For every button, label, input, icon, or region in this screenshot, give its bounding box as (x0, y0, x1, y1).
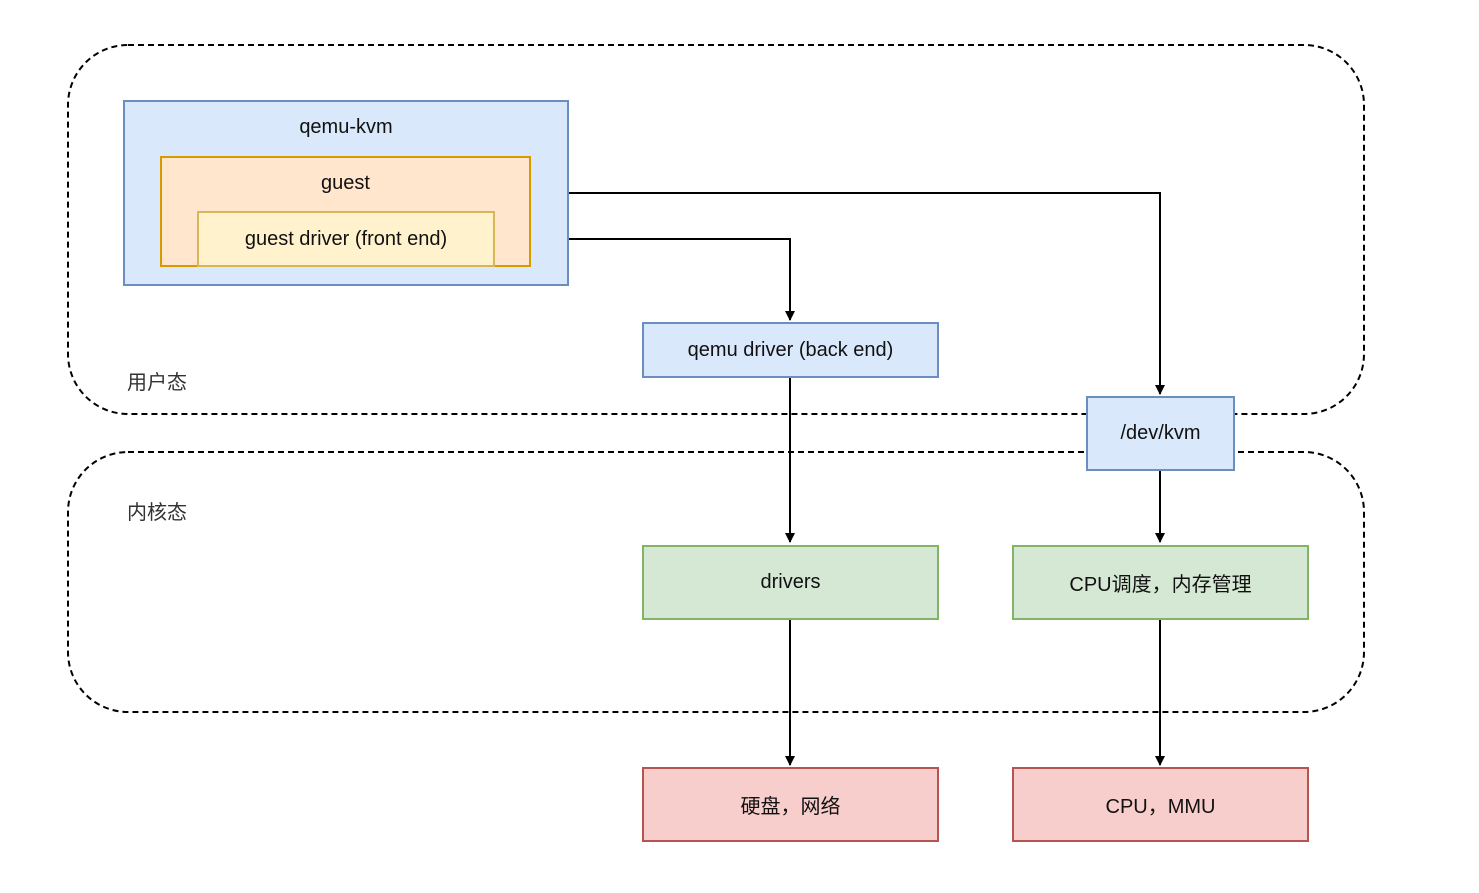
dev-kvm-label: /dev/kvm (1120, 422, 1201, 444)
cpu-mmu-box: CPU，MMU (1012, 767, 1309, 842)
disk-net-box: 硬盘，网络 (642, 767, 939, 842)
guest-driver-label: guest driver (front end) (244, 227, 448, 250)
cpu-sched-box: CPU调度，内存管理 (1012, 545, 1309, 620)
kernel-space-label: 内核态 (127, 502, 187, 524)
cpu-mmu-label: CPU，MMU (1105, 796, 1216, 818)
dev-kvm-box: /dev/kvm (1086, 396, 1235, 471)
arrow-qemu-kvm-to-dev-kvm (568, 192, 1165, 395)
user-space-region (67, 44, 1365, 415)
guest-label: guest (321, 172, 370, 194)
user-space-label: 用户态 (127, 372, 187, 394)
disk-net-label: 硬盘，网络 (740, 796, 841, 818)
cpu-sched-label: CPU调度，内存管理 (1069, 574, 1252, 596)
drivers-box: drivers (642, 545, 939, 620)
qemu-kvm-label: qemu-kvm (299, 116, 393, 138)
kernel-space-region (67, 451, 1365, 713)
qemu-driver-label: qemu driver (back end) (687, 338, 894, 361)
arrow-guest-driver-to-qemu-driver (494, 238, 795, 321)
qemu-driver-box: qemu driver (back end) (642, 322, 939, 378)
drivers-label: drivers (760, 571, 821, 593)
guest-driver-box: guest driver (front end) (197, 211, 495, 267)
